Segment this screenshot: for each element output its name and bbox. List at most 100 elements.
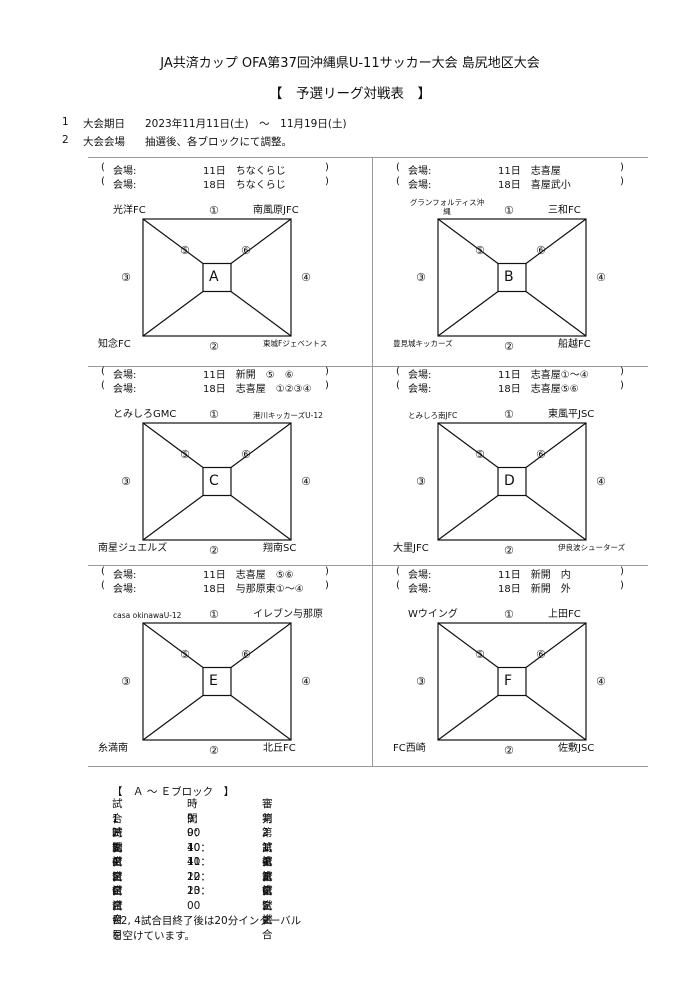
info-line2-label: 大会会場 [83, 136, 125, 148]
team-top-left: グランフォルティス沖縄 [409, 198, 485, 216]
team-bottom-right: 佐敷JSC [558, 743, 595, 754]
match-diagram [437, 422, 587, 541]
match-1-marker: ① [504, 408, 514, 421]
venue-value: 11日 志喜屋①～④ [498, 370, 589, 381]
schedule-cell-time: 12：20 [187, 870, 211, 898]
schedule-cell-time: 10：40 [187, 841, 211, 869]
venue-label: 会場: [408, 384, 432, 395]
match-4-marker: ④ [596, 674, 606, 688]
schedule-cell-referee: 第1試合 [262, 827, 273, 883]
schedule-cell-match: 1試合目 [112, 812, 123, 869]
match-diagram [142, 622, 292, 741]
venue-value: 11日 新開 ⑤ ⑥ [203, 370, 294, 381]
schedule-cell-referee: 第5試合 [262, 885, 273, 941]
venue-open: ( [396, 162, 400, 173]
info-line1-value: 2023年11月11日(土) ～ 11月19日(土) [145, 118, 347, 130]
match-diagram [437, 218, 587, 337]
match-3-marker: ③ [416, 474, 426, 488]
team-top-right: 上田FC [548, 609, 581, 620]
match-3-marker: ③ [121, 474, 131, 488]
venue-value: 18日 喜屋武小 [498, 180, 571, 191]
venue-value: 11日 ちなくらじ [203, 166, 286, 177]
schedule-cell-referee: 第6試合 [262, 870, 273, 927]
venue-value: 18日 与那原東①～④ [203, 584, 304, 595]
team-top-left: Wウイング [408, 609, 458, 620]
venue-close: ) [325, 380, 329, 391]
venue-value: 18日 ちなくらじ [203, 180, 286, 191]
block-letter: C [209, 472, 219, 489]
team-bottom-right: 東城Fジェベントス [263, 339, 328, 348]
venue-close: ) [620, 366, 624, 377]
grid-line-mid2 [88, 565, 648, 566]
venue-open: ( [101, 566, 105, 577]
schedule-cell-match: 4試合目 [112, 856, 123, 912]
venue-open: ( [396, 580, 400, 591]
venue-close: ) [620, 162, 624, 173]
block-letter: E [209, 672, 218, 689]
page-title: JA共済カップ OFA第37回沖縄県U-11サッカー大会 島尻地区大会 [160, 56, 540, 71]
team-top-left: とみしろGMC [113, 409, 177, 420]
venue-label: 会場: [408, 180, 432, 191]
venue-label: 会場: [408, 370, 432, 381]
match-3-marker: ③ [416, 674, 426, 688]
grid-line-top [88, 157, 648, 158]
venue-close: ) [325, 580, 329, 591]
venue-close: ) [325, 162, 329, 173]
match-1-marker: ① [504, 608, 514, 621]
schedule-note-2: を空けています。 [112, 930, 195, 942]
venue-close: ) [325, 176, 329, 187]
match-2-marker: ② [504, 544, 514, 557]
match-4-marker: ④ [301, 474, 311, 488]
venue-label: 会場: [408, 570, 432, 581]
block-letter: D [504, 472, 515, 489]
venue-label: 会場: [113, 570, 137, 581]
match-3-marker: ③ [121, 270, 131, 284]
team-bottom-right: 伊良波シューターズ [558, 543, 626, 552]
team-bottom-left: 大里JFC [393, 543, 429, 554]
team-bottom-left: 南星ジュエルズ [98, 543, 168, 554]
match-4-marker: ④ [596, 474, 606, 488]
schedule-heading: 【 Ａ ～ Ｅブロック 】 [112, 786, 235, 798]
match-6-marker: ⑥ [536, 647, 546, 661]
team-bottom-right: 北丘FC [263, 743, 296, 754]
venue-label: 会場: [113, 384, 137, 395]
venue-label: 会場: [408, 166, 432, 177]
match-5-marker: ⑤ [475, 243, 485, 257]
venue-label: 会場: [113, 180, 137, 191]
team-top-left: とみしろ南JFC [408, 411, 458, 420]
venue-value: 18日 志喜屋⑤⑥ [498, 384, 579, 395]
match-4-marker: ④ [301, 270, 311, 284]
venue-close: ) [325, 366, 329, 377]
venue-label: 会場: [113, 166, 137, 177]
team-bottom-left: 知念FC [98, 339, 131, 350]
venue-open: ( [101, 580, 105, 591]
block-e: ( 会場: 11日 志喜屋 ⑤⑥ ) ( 会場: 18日 与那原東①～④ ) E… [85, 566, 375, 761]
match-6-marker: ⑥ [536, 447, 546, 461]
schedule-cell-time: 11：20 [187, 856, 211, 883]
venue-value: 18日 新開 外 [498, 584, 571, 595]
venue-value: 11日 志喜屋 [498, 166, 561, 177]
block-letter: F [504, 672, 513, 689]
match-2-marker: ② [209, 340, 219, 353]
schedule-col-time: 時 間 [187, 798, 208, 825]
page-subtitle: 【 予選リーグ対戦表 】 [269, 86, 431, 102]
schedule-cell-time: 9：40 [187, 827, 205, 854]
venue-open: ( [101, 176, 105, 187]
grid-line-center [372, 157, 373, 766]
venue-open: ( [101, 162, 105, 173]
match-2-marker: ② [504, 744, 514, 757]
schedule-col-match: 試合時間 [112, 798, 123, 854]
match-5-marker: ⑤ [180, 447, 190, 461]
match-5-marker: ⑤ [180, 647, 190, 661]
team-bottom-left: FC西崎 [393, 743, 426, 754]
match-4-marker: ④ [596, 270, 606, 284]
info-line1-num: 1 [62, 116, 69, 128]
schedule-cell-match: 3試合目 [112, 841, 123, 898]
match-1-marker: ① [209, 608, 219, 621]
info-line2-value: 抽選後、各ブロックにて調整。 [145, 136, 292, 148]
info-line2-num: 2 [62, 134, 69, 146]
team-top-left: casa okinawaU-12 [113, 611, 182, 620]
